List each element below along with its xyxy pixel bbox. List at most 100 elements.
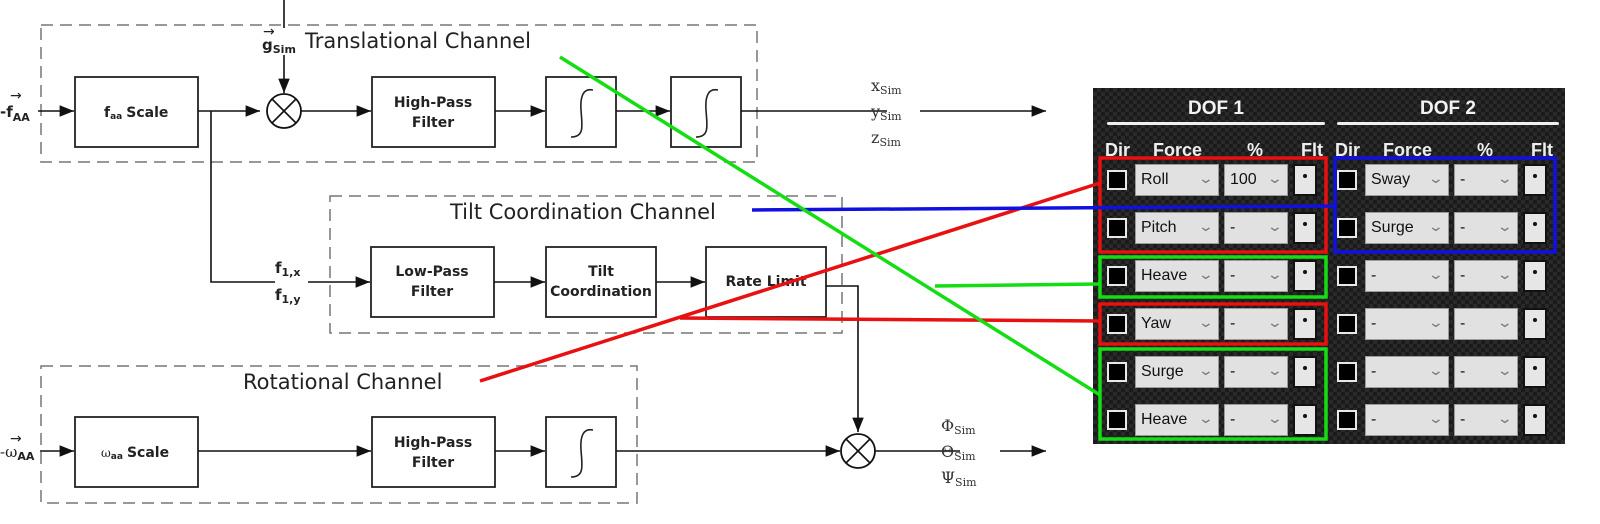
chevron-down-icon: ⌄ xyxy=(1496,218,1514,234)
direction-checkbox[interactable] xyxy=(1337,410,1357,430)
percent-dropdown[interactable]: - ⌄ xyxy=(1224,356,1288,388)
dot-icon xyxy=(1533,318,1537,322)
faa-scale-block xyxy=(74,76,199,148)
tilt-label-1: Tilt xyxy=(588,264,614,280)
high-pass-filter-block xyxy=(371,76,496,148)
filter-button[interactable] xyxy=(1523,356,1547,388)
filter-button[interactable] xyxy=(1293,260,1317,292)
dof1-row: Heave ⌄ - ⌄ xyxy=(1103,402,1323,436)
percent-dropdown[interactable]: 100 ⌄ xyxy=(1224,164,1288,196)
waa-scale-block xyxy=(74,416,199,488)
direction-checkbox[interactable] xyxy=(1107,362,1127,382)
filter-button[interactable] xyxy=(1523,404,1547,436)
force-dropdown[interactable]: Yaw ⌄ xyxy=(1135,308,1219,340)
force-dropdown[interactable]: Heave ⌄ xyxy=(1135,260,1219,292)
force-value: Heave xyxy=(1141,411,1188,428)
direction-checkbox[interactable] xyxy=(1337,218,1357,238)
hp-filter-label-2: Filter xyxy=(412,115,454,131)
rotational-channel-label: Rotational Channel xyxy=(243,370,442,394)
chevron-down-icon: ⌄ xyxy=(1266,218,1284,234)
filter-button[interactable] xyxy=(1293,404,1317,436)
dot-icon xyxy=(1303,366,1307,370)
direction-checkbox[interactable] xyxy=(1337,170,1357,190)
chevron-down-icon: ⌄ xyxy=(1266,410,1284,426)
lp-filter-label-2: Filter xyxy=(411,284,453,300)
dot-icon xyxy=(1303,414,1307,418)
force-dropdown[interactable]: - ⌄ xyxy=(1365,356,1449,388)
filter-button[interactable] xyxy=(1523,212,1547,244)
direction-checkbox[interactable] xyxy=(1107,410,1127,430)
direction-checkbox[interactable] xyxy=(1337,314,1357,334)
dof1-force-header: Force xyxy=(1153,140,1203,160)
dof1-row: Heave ⌄ - ⌄ xyxy=(1103,258,1323,292)
percent-dropdown[interactable]: - ⌄ xyxy=(1224,308,1288,340)
force-value: Sway xyxy=(1371,171,1411,188)
filter-button[interactable] xyxy=(1293,308,1317,340)
direction-checkbox[interactable] xyxy=(1337,362,1357,382)
direction-checkbox[interactable] xyxy=(1337,266,1357,286)
percent-value: - xyxy=(1230,411,1236,428)
gravity-input-label: gSim xyxy=(262,36,296,56)
filter-button[interactable] xyxy=(1293,164,1317,196)
dof2-row: - ⌄ - ⌄ xyxy=(1333,306,1553,340)
percent-dropdown[interactable]: - ⌄ xyxy=(1224,212,1288,244)
force-value: - xyxy=(1371,267,1377,284)
percent-dropdown[interactable]: - ⌄ xyxy=(1224,404,1288,436)
translational-channel-label: Translational Channel xyxy=(304,29,531,53)
dot-icon xyxy=(1303,318,1307,322)
dof1-row: Roll ⌄ 100 ⌄ xyxy=(1103,162,1323,196)
direction-checkbox[interactable] xyxy=(1107,314,1127,334)
low-pass-filter-block xyxy=(370,246,495,318)
summing-junction-icon xyxy=(840,433,876,469)
percent-dropdown[interactable]: - ⌄ xyxy=(1454,404,1518,436)
high-pass-filter-block xyxy=(371,416,496,488)
direction-checkbox[interactable] xyxy=(1107,170,1127,190)
force-value: - xyxy=(1371,411,1377,428)
force-dropdown[interactable]: Heave ⌄ xyxy=(1135,404,1219,436)
chevron-down-icon: ⌄ xyxy=(1427,362,1445,378)
filter-button[interactable] xyxy=(1523,164,1547,196)
percent-value: - xyxy=(1460,315,1466,332)
chevron-down-icon: ⌄ xyxy=(1197,362,1215,378)
output-variable-label: xSim xyxy=(871,76,902,97)
direction-checkbox[interactable] xyxy=(1107,218,1127,238)
tilt-coordination-block xyxy=(545,246,657,318)
chevron-down-icon: ⌄ xyxy=(1266,314,1284,330)
dof2-row: Sway ⌄ - ⌄ xyxy=(1333,162,1553,196)
force-dropdown[interactable]: Pitch ⌄ xyxy=(1135,212,1219,244)
direction-checkbox[interactable] xyxy=(1107,266,1127,286)
filter-button[interactable] xyxy=(1523,260,1547,292)
percent-dropdown[interactable]: - ⌄ xyxy=(1454,308,1518,340)
dot-icon xyxy=(1533,270,1537,274)
percent-dropdown[interactable]: - ⌄ xyxy=(1454,164,1518,196)
chevron-down-icon: ⌄ xyxy=(1197,314,1215,330)
chevron-down-icon: ⌄ xyxy=(1496,314,1514,330)
force-dropdown[interactable]: - ⌄ xyxy=(1365,404,1449,436)
chevron-down-icon: ⌄ xyxy=(1496,410,1514,426)
force-dropdown[interactable]: Surge ⌄ xyxy=(1135,356,1219,388)
force-dropdown[interactable]: Surge ⌄ xyxy=(1365,212,1449,244)
dof1-percent-header: % xyxy=(1247,140,1264,160)
filter-button[interactable] xyxy=(1293,212,1317,244)
chevron-down-icon: ⌄ xyxy=(1197,410,1215,426)
force-dropdown[interactable]: - ⌄ xyxy=(1365,260,1449,292)
chevron-down-icon: ⌄ xyxy=(1197,170,1215,186)
percent-dropdown[interactable]: - ⌄ xyxy=(1454,356,1518,388)
vector-arrow-icon: → xyxy=(263,24,275,40)
percent-dropdown[interactable]: - ⌄ xyxy=(1454,212,1518,244)
filter-button[interactable] xyxy=(1523,308,1547,340)
angular-velocity-input-label: -ωAA xyxy=(0,443,35,463)
force-dropdown[interactable]: Sway ⌄ xyxy=(1365,164,1449,196)
percent-dropdown[interactable]: - ⌄ xyxy=(1454,260,1518,292)
force-value: Yaw xyxy=(1141,315,1171,332)
percent-dropdown[interactable]: - ⌄ xyxy=(1224,260,1288,292)
force-dropdown[interactable]: Roll ⌄ xyxy=(1135,164,1219,196)
dot-icon xyxy=(1303,270,1307,274)
force-dropdown[interactable]: - ⌄ xyxy=(1365,308,1449,340)
filter-button[interactable] xyxy=(1293,356,1317,388)
hp-filter-label-1: High-Pass xyxy=(394,435,472,451)
output-variable-label: ySim xyxy=(870,102,902,123)
